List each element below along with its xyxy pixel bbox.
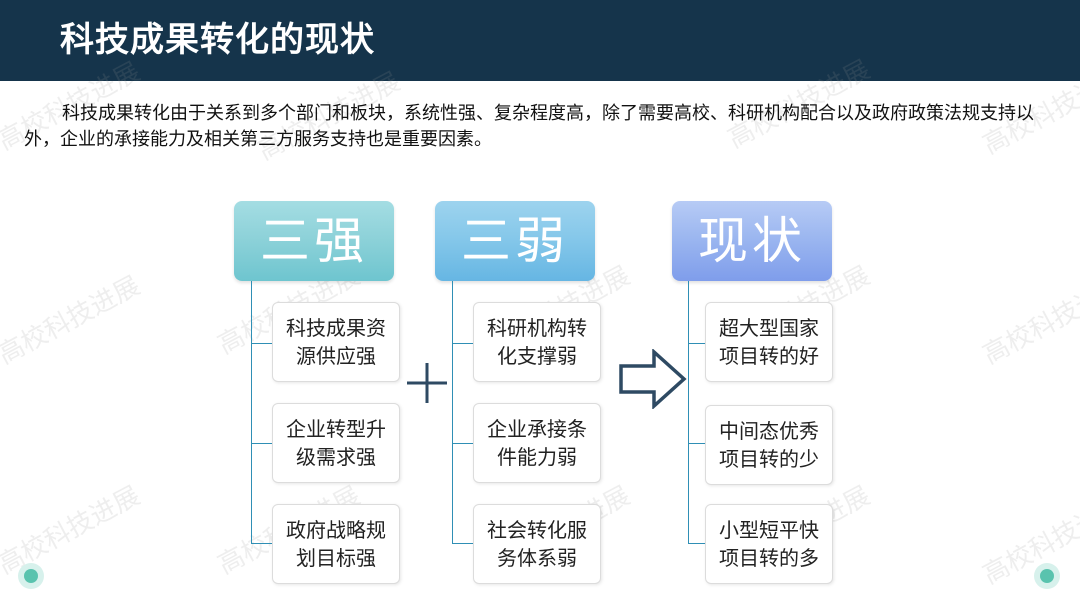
connector-line: [251, 443, 272, 444]
watermark: 高校科技进展: [978, 490, 1080, 591]
connector-line: [251, 281, 252, 544]
connector-line: [251, 343, 272, 344]
weakness-item: 社会转化服务体系弱: [473, 504, 601, 584]
status-item: 中间态优秀项目转的少: [705, 405, 833, 485]
strength-item: 企业转型升级需求强: [272, 403, 400, 483]
weakness-item: 科研机构转化支撑弱: [473, 302, 601, 382]
watermark: 高校科技进展: [0, 270, 146, 371]
strength-item: 政府战略规划目标强: [272, 504, 400, 584]
strength-item: 科技成果资源供应强: [272, 302, 400, 382]
column-header-status: 现状: [672, 201, 832, 281]
decorative-dot: [1034, 563, 1060, 589]
page-title: 科技成果转化的现状: [60, 20, 375, 60]
connector-line: [452, 281, 453, 544]
decorative-dot: [18, 563, 44, 589]
plus-icon: [407, 363, 447, 403]
connector-line: [452, 543, 473, 544]
watermark: 高校科技进展: [978, 270, 1080, 371]
header-bar: 科技成果转化的现状: [0, 0, 1080, 81]
intro-paragraph: 科技成果转化由于关系到多个部门和板块，系统性强、复杂程度高，除了需要高校、科研机…: [24, 103, 1034, 150]
status-item: 超大型国家项目转的好: [705, 302, 833, 382]
status-item: 小型短平快项目转的多: [705, 504, 833, 584]
weakness-item: 企业承接条件能力弱: [473, 403, 601, 483]
connector-line: [452, 343, 473, 344]
connector-line: [688, 343, 705, 344]
arrow-right-outline-icon: [619, 349, 687, 409]
connector-line: [688, 443, 705, 444]
connector-line: [688, 543, 705, 544]
column-header-strengths: 三强: [234, 201, 394, 281]
connector-line: [452, 443, 473, 444]
connector-line: [251, 543, 272, 544]
column-header-weaknesses: 三弱: [435, 201, 595, 281]
connector-line: [688, 281, 689, 544]
